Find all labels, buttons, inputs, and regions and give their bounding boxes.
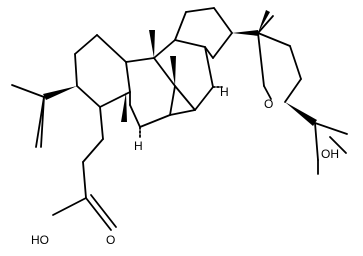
acid-carbonyl-oxygen-label: O bbox=[106, 233, 115, 247]
propanoic-acid-chain: HO O bbox=[31, 106, 117, 247]
furan-side-chain: O bbox=[232, 10, 302, 111]
angular-methyls bbox=[121, 30, 176, 122]
isopropenyl bbox=[11, 84, 77, 148]
ring-a bbox=[74, 34, 131, 108]
acid-hydroxyl-label: HO bbox=[31, 233, 49, 247]
hydroxyl-label: OH bbox=[321, 147, 339, 161]
junction-h-lower: H bbox=[134, 139, 143, 153]
furan-oxygen-label: O bbox=[264, 97, 273, 111]
junction-h-upper: H bbox=[220, 85, 229, 99]
ring-c bbox=[153, 39, 214, 116]
hydroxy-isopropyl: OH bbox=[285, 102, 348, 175]
junction-hydrogens: H H bbox=[134, 85, 229, 153]
ring-b bbox=[125, 57, 176, 128]
ring-d bbox=[174, 7, 233, 59]
